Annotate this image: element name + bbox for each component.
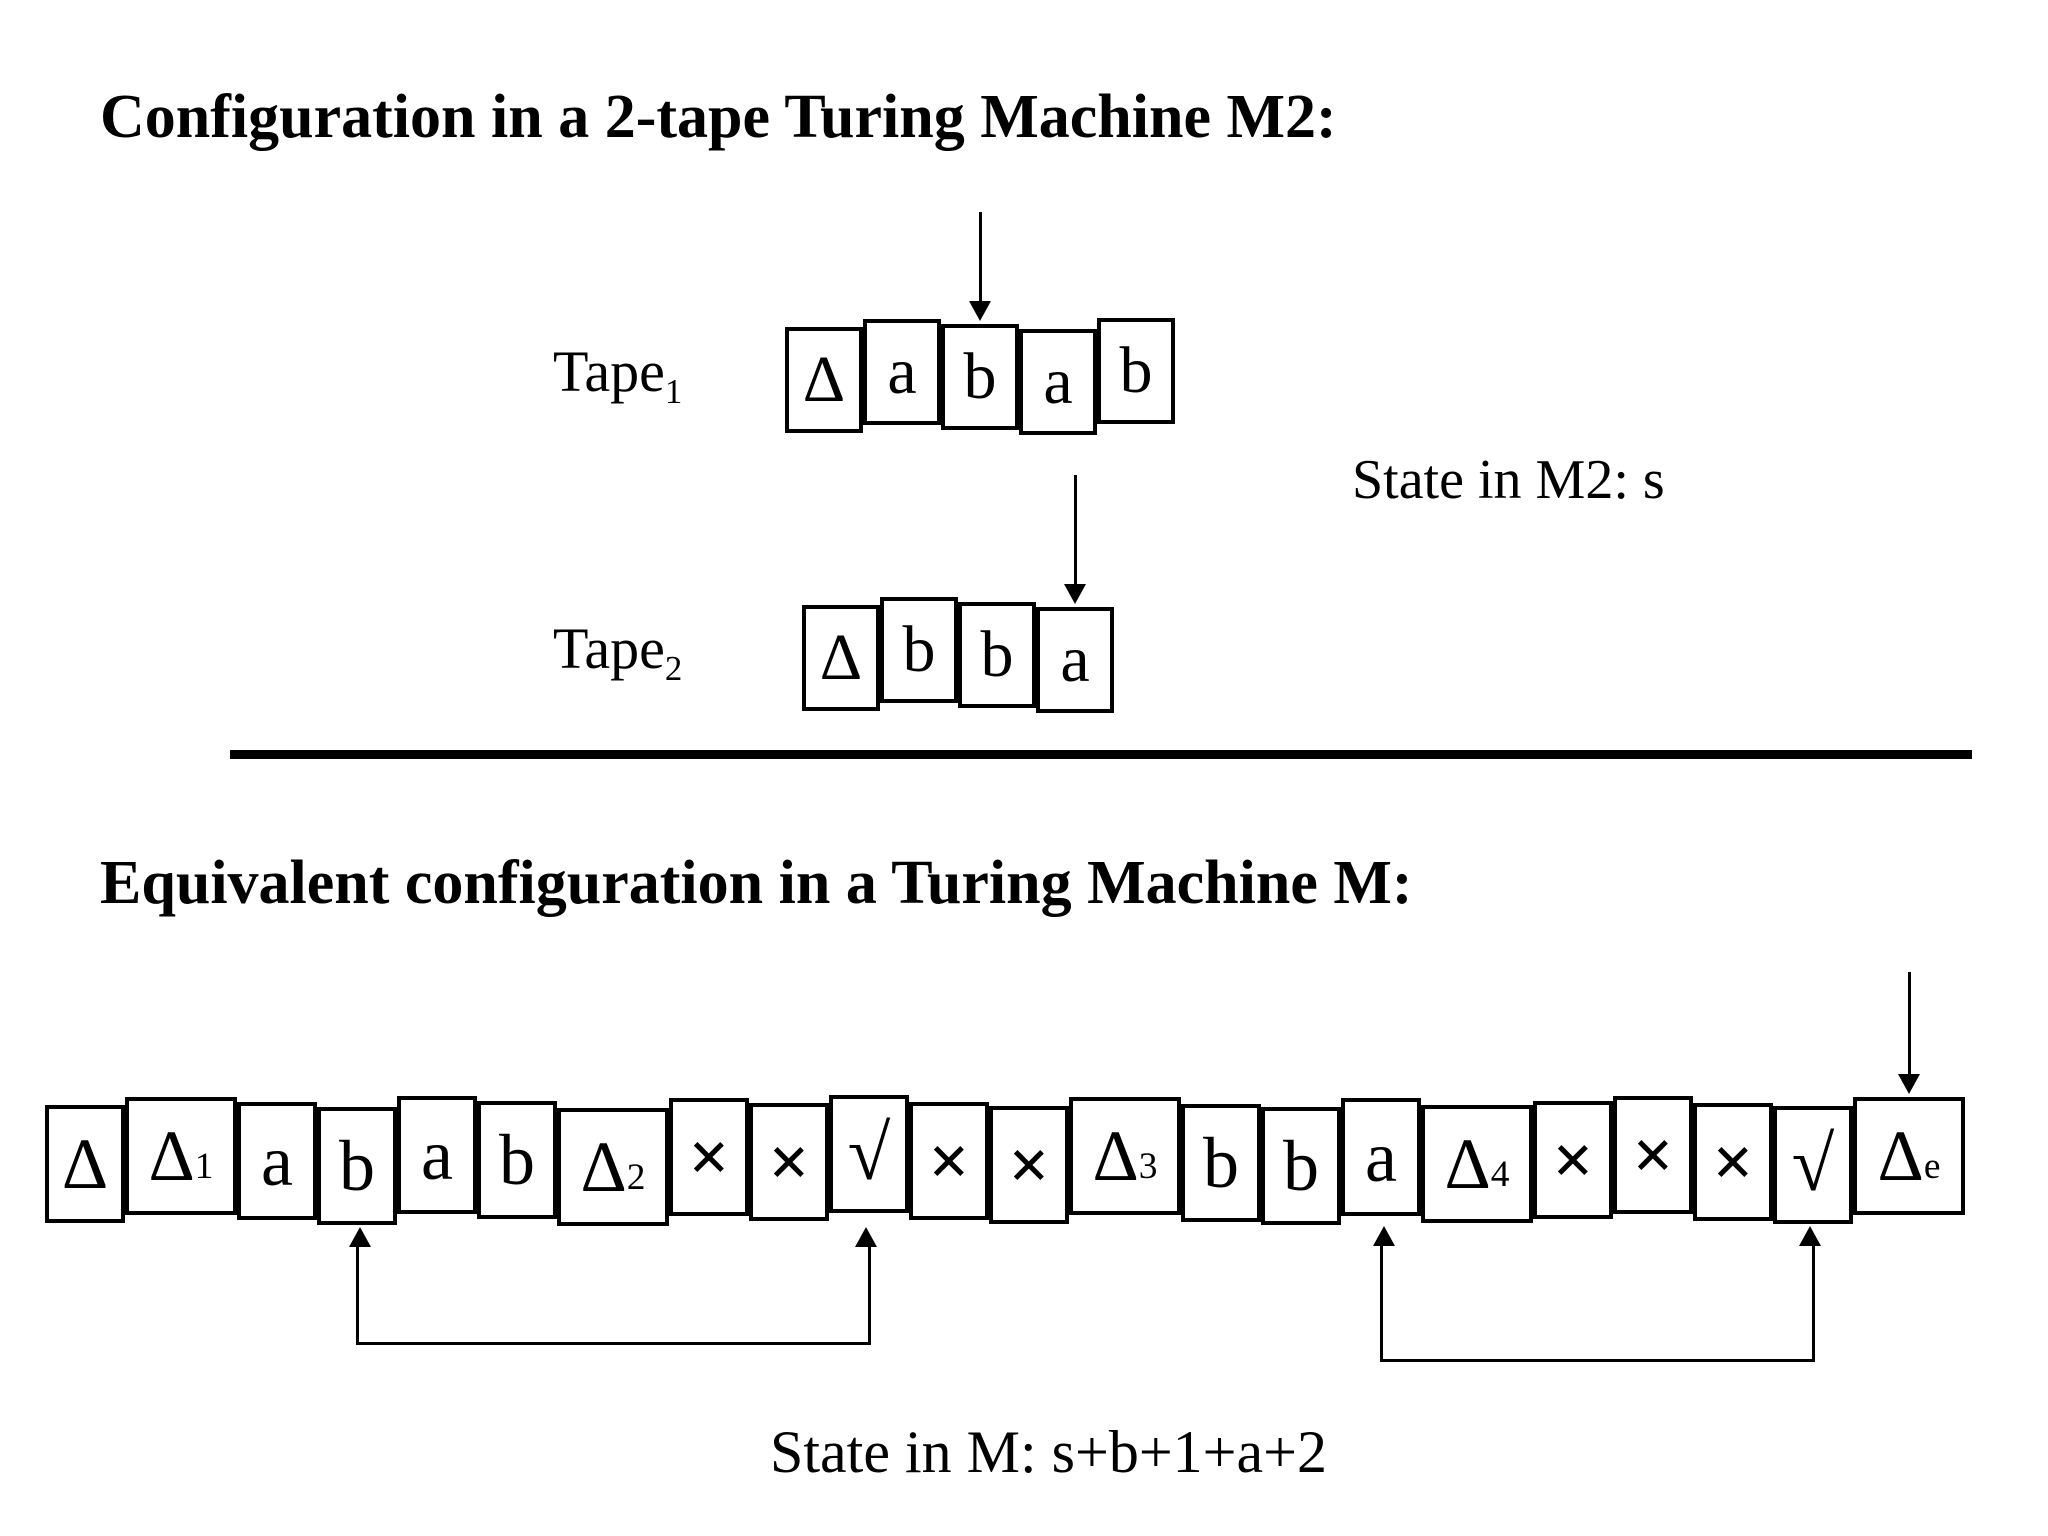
cell-symbol: b [902,613,936,686]
tape-cell: b [477,1101,557,1219]
cell-symbol: × [768,1122,810,1202]
tape2-label-text: Tape [553,616,665,681]
arrow-shaft [978,212,982,307]
tape2-label-subscript: 2 [664,649,683,689]
tape-cell: Δ [45,1105,125,1223]
arrow-shaft [1073,475,1077,590]
tape1-label-subscript: 1 [664,372,683,412]
cell-symbol: Δ [148,1116,195,1196]
arrow-head-down-icon [969,301,991,321]
cell-symbol: × [1632,1115,1674,1195]
tape-cell: √ [1773,1106,1853,1224]
arrow-head-up-icon [1373,1226,1395,1246]
cell-symbol: √ [1791,1121,1835,1208]
cell-symbol: Δ [802,343,846,416]
tape-cell: b [958,602,1036,708]
cell-symbol: a [887,335,917,408]
head-link-bracket-1 [349,1227,877,1345]
cell-symbol: a [1043,345,1073,418]
cell-symbol: Δ [580,1127,627,1207]
tape-cell: a [1341,1098,1421,1216]
cell-symbol: a [1365,1117,1397,1197]
tape-cell: a [237,1102,317,1220]
tape-cell: × [669,1098,749,1216]
tape-cell: a [863,319,941,425]
cell-symbol: a [261,1121,293,1201]
tape-cell: b [317,1107,397,1225]
arrow-head-down-icon [1898,1074,1920,1094]
cell-symbol: b [1283,1126,1319,1206]
tape-cell: b [1097,318,1175,424]
arrow-shaft [1907,972,1911,1080]
state-in-m2-text: State in M2: s [1352,449,1665,511]
cell-symbol: a [421,1115,453,1195]
tape-cell: b [1181,1104,1261,1222]
tape-cell: a [397,1096,477,1214]
state-in-m-text: State in M: s+b+1+a+2 [770,1419,1327,1485]
tape-cell: × [749,1103,829,1221]
tape-cell: × [1693,1103,1773,1221]
tape2-head-arrow-icon [1064,475,1086,604]
cell-symbol: Δ [1092,1116,1139,1196]
cell-symbol: × [1008,1125,1050,1205]
tape-cell: √ [829,1095,909,1213]
cell-symbol: Δ [1877,1116,1924,1196]
cell-symbol: × [928,1121,970,1201]
cell-subscript: 2 [626,1156,646,1198]
cell-symbol: Δ [61,1124,109,1204]
cell-symbol: × [1712,1122,1754,1202]
tape1-head-arrow-icon [969,212,991,321]
tape-cell: × [989,1106,1069,1224]
arrow-head-up-icon [1799,1226,1821,1246]
tape-cell: × [909,1102,989,1220]
tape-cell: b [880,597,958,703]
tape-cell: b [1261,1107,1341,1225]
cell-symbol: b [963,340,997,413]
tape1-label-text: Tape [553,339,665,404]
tape2-label: Tape2 [553,615,682,689]
cell-symbol: √ [847,1110,891,1197]
tape-cell: b [941,324,1019,430]
cell-symbol: b [499,1120,535,1200]
tape-cell: × [1613,1096,1693,1214]
section-m2-title: Configuration in a 2-tape Turing Machine… [100,83,1337,151]
section-m-title: Equivalent configuration in a Turing Mac… [100,849,1413,917]
cell-symbol: b [1119,334,1153,407]
cell-symbol: × [1552,1120,1594,1200]
cell-symbol: × [688,1117,730,1197]
cell-symbol: b [339,1126,375,1206]
cell-symbol: b [1203,1123,1239,1203]
section-divider [230,750,1972,759]
tape-cell: Δ [802,605,880,711]
cell-subscript: 4 [1490,1153,1510,1195]
tape1-label: Tape1 [553,338,682,412]
head-link-bracket-2 [1373,1226,1821,1362]
cell-symbol: b [980,618,1014,691]
arrow-head-up-icon [349,1227,371,1247]
arrow-head-down-icon [1064,584,1086,604]
tape-cell: × [1533,1101,1613,1219]
cell-symbol: a [1060,623,1090,696]
cell-subscript: 1 [194,1145,214,1187]
tape-cell: a [1036,607,1114,713]
arrow-head-up-icon [855,1227,877,1247]
tape-cell: a [1019,329,1097,435]
cell-symbol: Δ [819,621,863,694]
tape-m-head-arrow-icon [1898,972,1920,1094]
cell-symbol: Δ [1444,1124,1491,1204]
tape-cell: Δ [785,327,863,433]
cell-subscript: e [1923,1145,1941,1187]
cell-subscript: 3 [1138,1145,1158,1187]
